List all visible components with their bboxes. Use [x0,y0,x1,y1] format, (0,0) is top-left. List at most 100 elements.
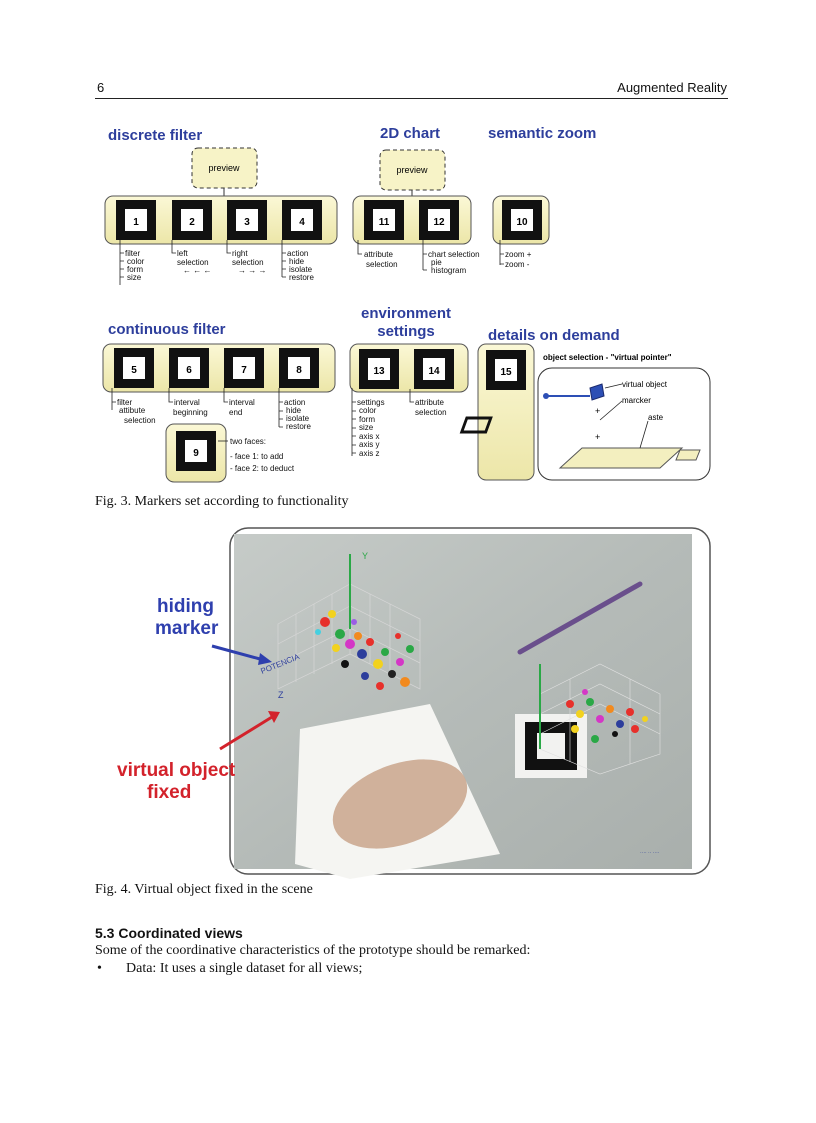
svg-text:isolate: isolate [289,265,313,274]
annotation-virtual-object: virtual object [117,760,236,781]
marker-11: 11 [364,200,404,240]
svg-text:9: 9 [193,448,199,459]
svg-text:interval: interval [229,398,255,407]
svg-text:color: color [127,257,145,266]
group-title-details-on-demand: details on demand [488,327,620,344]
preview-box-discrete [191,147,258,189]
svg-text:form: form [359,415,375,424]
annotation-hiding: hiding [157,596,214,617]
marker-4: 4 [282,200,322,240]
svg-text:axis z: axis z [359,449,379,458]
svg-text:histogram: histogram [431,266,466,275]
svg-text:8: 8 [296,365,302,376]
svg-text:hide: hide [289,257,305,266]
svg-text:14: 14 [428,366,440,377]
svg-text:selection: selection [124,416,156,425]
annotation-marker: marker [155,618,219,639]
svg-text:isolate: isolate [286,414,310,423]
svg-text:zoom +: zoom + [505,250,532,259]
bullet-text: Data: It uses a single dataset for all v… [126,961,363,976]
group-title-semantic-zoom: semantic zoom [488,125,596,142]
section-intro: Some of the coordinative characteristics… [95,943,531,958]
figure-3-caption: Fig. 3. Markers set according to functio… [95,494,349,509]
svg-text:1: 1 [133,217,139,228]
group-title-discrete-filter: discrete filter [108,127,202,144]
svg-text:size: size [127,273,142,282]
marker-8: 8 [279,348,319,388]
svg-text:13: 13 [373,366,385,377]
section-title: 5.3 Coordinated views [95,925,243,941]
svg-text:beginning: beginning [173,408,208,417]
marker-7: 7 [224,348,264,388]
marker-2: 2 [172,200,212,240]
svg-text:attribute: attribute [415,398,444,407]
panel-discrete-filter [104,195,338,245]
svg-text:settings: settings [357,398,385,407]
marker-10: 10 [502,200,542,240]
plus-sign-1: + [595,406,600,416]
svg-text:2: 2 [189,217,195,228]
group-title-environment-1: environment [361,305,451,322]
svg-text:4: 4 [299,217,305,228]
svg-text:axis y: axis y [359,440,379,449]
group-title-continuous-filter: continuous filter [108,321,226,338]
svg-text:6: 6 [186,365,192,376]
svg-text:hide: hide [286,406,302,415]
preview-label-2d-chart: preview [396,165,428,175]
svg-text:selection: selection [232,258,264,267]
header-rule [95,98,728,99]
svg-text:attibute: attibute [119,406,146,415]
svg-text:zoom -: zoom - [505,260,530,269]
svg-text:- face 1: to add: - face 1: to add [230,452,283,461]
marker-3: 3 [227,200,267,240]
marker-9: 9 [176,431,216,471]
marker-6: 6 [169,348,209,388]
marker-15: 15 [486,350,526,390]
group-title-environment-2: settings [377,323,435,340]
marker-14: 14 [414,349,454,389]
svg-text:→ → →: → → → [238,266,266,275]
figure-4-caption: Fig. 4. Virtual object fixed in the scen… [95,882,313,897]
dod-title: object selection - "virtual pointer" [543,353,672,362]
marker-13: 13 [359,349,399,389]
svg-text:- face 2: to deduct: - face 2: to deduct [230,464,295,473]
svg-text:7: 7 [241,365,247,376]
plus-sign-2: + [595,432,600,442]
svg-text:attribute: attribute [364,250,393,259]
svg-text:size: size [359,423,374,432]
svg-text:3: 3 [244,217,250,228]
svg-text:Z: Z [278,690,284,700]
svg-text:marcker: marcker [622,396,651,405]
svg-text:action: action [287,249,308,258]
svg-text:virtual object: virtual object [622,380,668,389]
svg-text:interval: interval [174,398,200,407]
svg-text:restore: restore [286,422,311,431]
figure-4-photo: POTENCIA Y Z ···· ·· [117,527,711,879]
svg-text:← ← ←: ← ← ← [183,266,211,275]
svg-text:action: action [284,398,305,407]
svg-text:two faces:: two faces: [230,437,266,446]
svg-text:end: end [229,408,242,417]
svg-text:restore: restore [289,273,314,282]
svg-text:15: 15 [500,367,512,378]
svg-text:color: color [359,406,377,415]
svg-text:chart selection: chart selection [428,250,480,259]
marker-12: 12 [419,200,459,240]
svg-text:selection: selection [366,260,398,269]
svg-text:axis x: axis x [359,432,379,441]
running-title: Augmented Reality [617,80,727,95]
svg-text:12: 12 [433,217,445,228]
marker-1: 1 [116,200,156,240]
svg-text:selection: selection [415,408,447,417]
panel-continuous-filter [102,343,336,393]
svg-text:filter: filter [117,398,132,407]
annotation-fixed: fixed [147,782,191,803]
bullet-marker: • [97,961,102,976]
svg-text:left: left [177,249,188,258]
page-number: 6 [97,80,105,95]
svg-text:form: form [127,265,143,274]
svg-text:right: right [232,249,248,258]
group-title-2d-chart: 2D chart [380,125,440,142]
figure-4: POTENCIA Y Z ···· ·· [100,524,723,879]
svg-text:pie: pie [431,258,442,267]
